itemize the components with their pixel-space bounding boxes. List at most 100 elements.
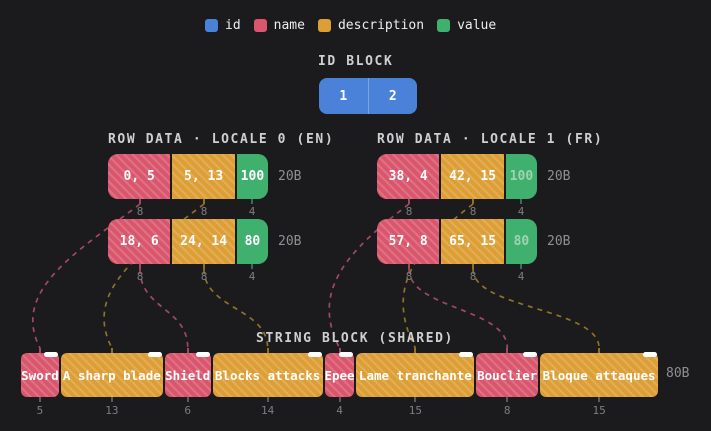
string-byte-size-label: 13 (105, 404, 119, 417)
byte-size-label: 8 (200, 270, 208, 283)
row-cell-text: 24, 14 (180, 234, 228, 249)
string-byte-tick (38, 397, 41, 402)
row-cell-description: 42, 15 (439, 154, 504, 199)
string-byte-size-label: 15 (408, 404, 422, 417)
row-cell-name: 38, 4 (377, 154, 440, 199)
byte-size-label: 4 (517, 270, 525, 283)
id-block-title: ID BLOCK (318, 54, 394, 69)
row-byte-tick (139, 264, 141, 269)
string-end-marker (307, 352, 322, 357)
row-1-1: 57, 8 65, 15 80 (377, 219, 537, 264)
row-cell-text: 100 (509, 169, 534, 184)
link-curve-name (32, 203, 141, 349)
legend-item-name: name (253, 18, 305, 33)
row-cell-text: 42, 15 (449, 169, 497, 184)
byte-size-label: 8 (469, 270, 477, 283)
string-cell-text: Shield (165, 367, 211, 383)
row-cell-text: 0, 5 (123, 169, 155, 184)
string-cell-text: Bloque attaques (542, 367, 656, 383)
string-cell: Bouclier (476, 352, 539, 397)
string-cell-text: A sharp blade (62, 367, 161, 383)
row-cell-name: 18, 6 (108, 219, 171, 264)
string-end-marker (43, 352, 58, 357)
string-cell-text: Blocks attacks (214, 367, 321, 383)
row-size-label: 20B (278, 169, 302, 184)
row-1-0: 38, 4 42, 15 100 (377, 154, 537, 199)
string-target-tick (186, 348, 189, 353)
string-cell: Shield (164, 352, 211, 397)
legend: id name description value (205, 18, 496, 33)
row-cell-value: 80 (234, 219, 268, 264)
legend-label: name (273, 18, 305, 33)
string-cell-text: Lame tranchante (358, 367, 472, 383)
string-cell: Blocks attacks (212, 352, 323, 397)
row-0-1: 18, 6 24, 14 80 (108, 219, 268, 264)
string-byte-tick (414, 397, 417, 402)
link-curve-description (472, 268, 600, 349)
string-byte-size-label: 4 (336, 404, 343, 417)
string-end-marker (195, 352, 210, 357)
link-curve-name (408, 268, 509, 349)
link-curve-description (103, 203, 205, 349)
row-cell-text: 65, 15 (449, 234, 497, 249)
row-cell-text: 38, 4 (388, 169, 428, 184)
row-cell-text: 57, 8 (388, 234, 428, 249)
string-byte-tick (598, 397, 601, 402)
row-byte-tick (408, 264, 410, 269)
row-byte-tick (203, 264, 205, 269)
string-byte-tick (338, 397, 341, 402)
id-cell-2: 2 (367, 78, 418, 114)
row-cell-value: 100 (503, 154, 537, 199)
row-cell-description: 24, 14 (170, 219, 235, 264)
row-byte-tick (203, 199, 205, 204)
string-target-tick (338, 348, 341, 353)
name-swatch-icon (253, 19, 267, 32)
legend-item-id: id (205, 18, 241, 33)
row-byte-tick (139, 199, 141, 204)
string-byte-tick (186, 397, 189, 402)
row-byte-tick (472, 199, 474, 204)
row-byte-tick (251, 264, 253, 269)
id-cell-1: 1 (339, 88, 348, 104)
row-cell-name: 57, 8 (377, 219, 440, 264)
row-section-title: ROW DATA · LOCALE 1 (FR) (377, 132, 604, 147)
string-target-tick (414, 348, 417, 353)
row-byte-tick (520, 199, 522, 204)
row-cell-value: 80 (503, 219, 537, 264)
string-end-marker (339, 352, 354, 357)
legend-item-value: value (437, 18, 496, 33)
row-cell-text: 100 (240, 169, 265, 184)
row-cell-description: 65, 15 (439, 219, 504, 264)
string-cell-text: Bouclier (477, 367, 538, 383)
row-size-label: 20B (547, 234, 571, 249)
byte-size-label: 8 (136, 270, 144, 283)
string-end-marker (643, 352, 657, 357)
legend-label: description (337, 18, 425, 33)
legend-label: value (457, 18, 497, 33)
link-curve-name (139, 268, 189, 349)
string-target-tick (598, 348, 601, 353)
row-byte-tick (520, 264, 522, 269)
byte-size-label: 8 (469, 205, 477, 218)
string-end-marker (459, 352, 474, 357)
legend-label: id (225, 18, 241, 33)
byte-size-label: 8 (136, 205, 144, 218)
id-swatch-icon (205, 19, 218, 32)
string-cell: Epee (324, 352, 355, 397)
byte-size-label: 8 (200, 205, 208, 218)
string-target-tick (110, 348, 113, 353)
string-cell: A sharp blade (60, 352, 163, 397)
byte-size-label: 4 (517, 205, 525, 218)
string-end-marker (523, 352, 538, 357)
string-byte-tick (266, 397, 269, 402)
byte-size-label: 4 (248, 205, 256, 218)
string-byte-size-label: 5 (36, 404, 44, 417)
description-swatch-icon (317, 19, 331, 32)
row-size-label: 20B (278, 234, 302, 249)
string-target-tick (506, 348, 509, 353)
string-byte-size-label: 15 (592, 404, 606, 417)
string-cell: Sword (21, 352, 59, 397)
